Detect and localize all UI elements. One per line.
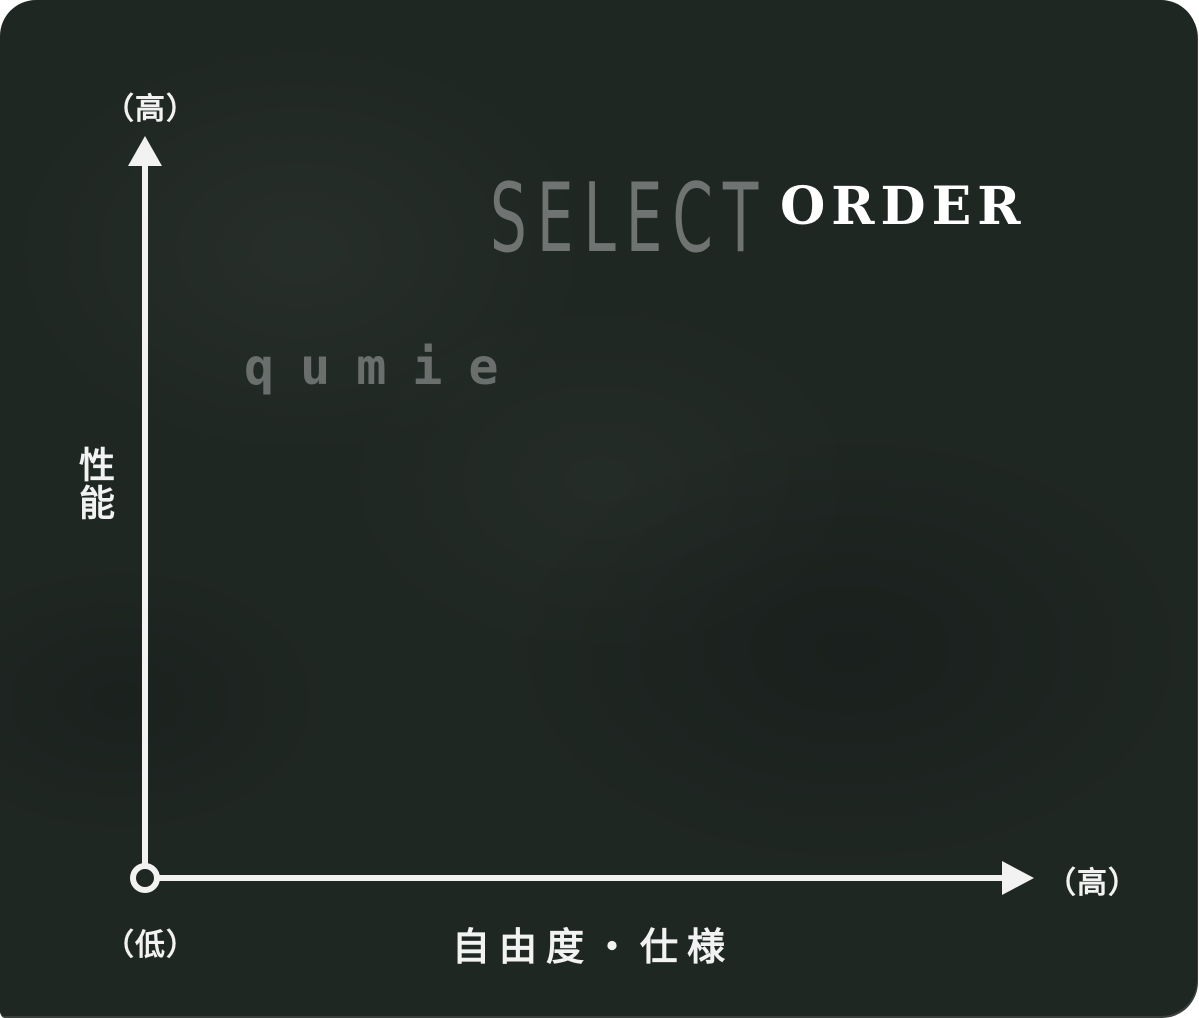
x-axis-arrowhead [1002,861,1034,895]
brand-qumie-logo: qumie [244,338,525,396]
x-axis-high-label: （高） [1046,866,1139,901]
y-axis-arrowhead [128,136,162,166]
y-axis-high-label: （高） [104,92,197,127]
x-axis-title: 自由度・仕様 [452,925,735,969]
brand-select-logo: SELECT [490,162,769,275]
origin-marker [130,863,160,893]
origin-low-label: （低） [104,928,197,963]
y-axis-title: 性能 [73,446,114,522]
brand-order-logo: ORDER [780,176,1027,237]
